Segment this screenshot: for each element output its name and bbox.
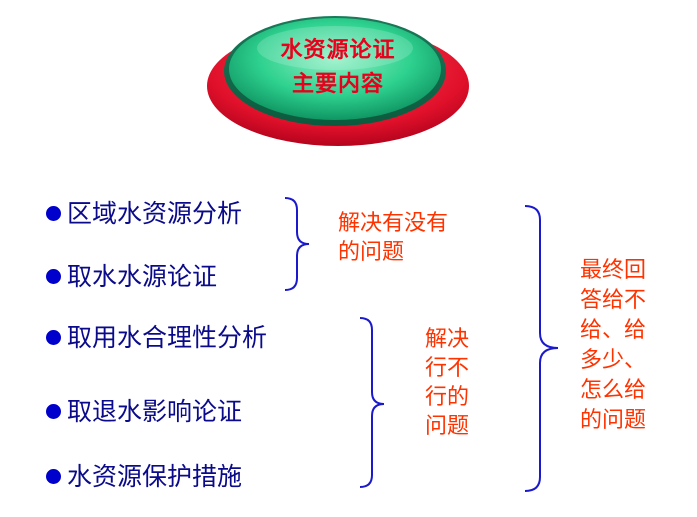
overall-note-line5: 怎么给	[580, 378, 647, 403]
group2-note: 解决 行不 行的 问题	[425, 325, 469, 441]
badge-title-line2: 主要内容	[291, 72, 384, 97]
overall-note: 最终回 答给不 给、给 多少、 怎么给 的问题	[580, 256, 646, 436]
list-item: 区域水资源分析	[46, 199, 242, 229]
group1-note: 解决有没有 的问题	[338, 209, 448, 267]
bullet-icon	[46, 404, 61, 419]
item-label: 区域水资源分析	[67, 199, 243, 228]
group2-note-line3: 行的	[425, 385, 470, 410]
bullet-icon	[46, 206, 61, 221]
badge-title-line1: 水资源论证	[280, 38, 396, 63]
badge-title: 水资源论证 主要内容	[205, 34, 471, 102]
bullet-icon	[46, 269, 61, 284]
overall-note-line1: 最终回	[580, 258, 647, 283]
group1-note-line2: 的问题	[338, 240, 405, 265]
list-item: 取退水影响论证	[46, 397, 242, 427]
bullet-icon	[46, 330, 61, 345]
item-label: 取水水源论证	[67, 262, 218, 291]
overall-note-line4: 多少、	[580, 348, 647, 373]
item-label: 取退水影响论证	[67, 397, 243, 426]
overall-note-line3: 给、给	[580, 318, 647, 343]
bullet-icon	[46, 469, 61, 484]
item-label: 水资源保护措施	[67, 462, 243, 491]
overall-note-line6: 的问题	[580, 408, 647, 433]
item-label: 取用水合理性分析	[67, 323, 268, 352]
list-item: 水资源保护措施	[46, 462, 242, 492]
overall-note-line2: 答给不	[580, 288, 647, 313]
badge-shape	[207, 16, 469, 146]
brace-group2	[359, 317, 385, 488]
brace-group1	[284, 197, 310, 291]
group2-note-line4: 问题	[425, 414, 470, 439]
title-badge: 水资源论证 主要内容	[205, 8, 471, 148]
group2-note-line1: 解决	[425, 327, 470, 352]
list-item: 取用水合理性分析	[46, 323, 267, 353]
group1-note-line1: 解决有没有	[338, 211, 449, 236]
brace-overall	[524, 205, 559, 492]
list-item: 取水水源论证	[46, 262, 217, 292]
group2-note-line2: 行不	[425, 356, 470, 381]
